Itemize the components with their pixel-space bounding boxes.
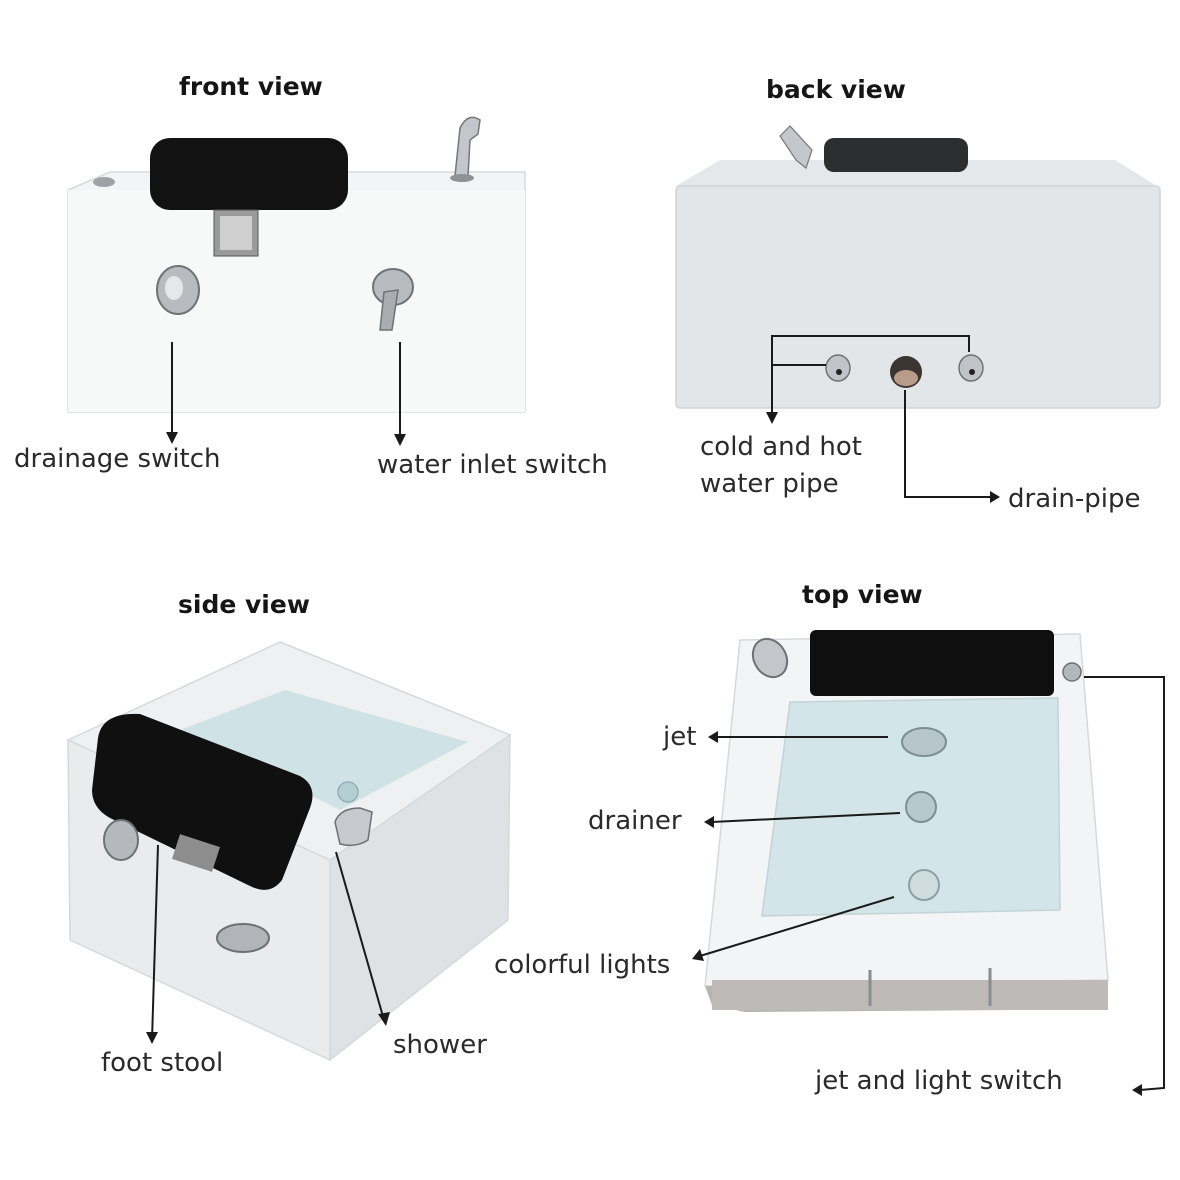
cushion-icon (810, 630, 1054, 696)
label-drainer: drainer (588, 806, 682, 836)
drain-icon (337, 781, 359, 803)
side-view-title: side view (178, 590, 310, 619)
label-jet-light-switch: jet and light switch (815, 1066, 1063, 1096)
drainer-icon (905, 791, 937, 823)
top-view-title: top view (802, 580, 923, 609)
jet-light-switch-icon (1062, 662, 1082, 682)
shower-faucet-icon (454, 116, 481, 177)
label-cold-hot-line1: cold and hot (700, 432, 862, 462)
cold-pipe-icon (825, 354, 851, 382)
label-shower: shower (393, 1030, 487, 1060)
label-jet: jet (663, 722, 697, 752)
label-drainage-switch: drainage switch (14, 444, 221, 474)
colorful-light-icon (908, 869, 940, 901)
label-cold-hot-line2: water pipe (700, 469, 839, 499)
label-drain-pipe: drain-pipe (1008, 484, 1141, 514)
shower-icon (334, 807, 373, 847)
back-view-title: back view (766, 75, 906, 104)
cushion-icon (150, 138, 348, 210)
hot-pipe-icon (958, 354, 984, 382)
front-view-title: front view (179, 72, 323, 101)
label-colorful-lights: colorful lights (494, 950, 671, 980)
label-foot-stool: foot stool (101, 1048, 224, 1078)
label-water-inlet-switch: water inlet switch (377, 450, 608, 480)
jet-icon (901, 727, 947, 757)
foot-stool-icon (92, 713, 313, 890)
